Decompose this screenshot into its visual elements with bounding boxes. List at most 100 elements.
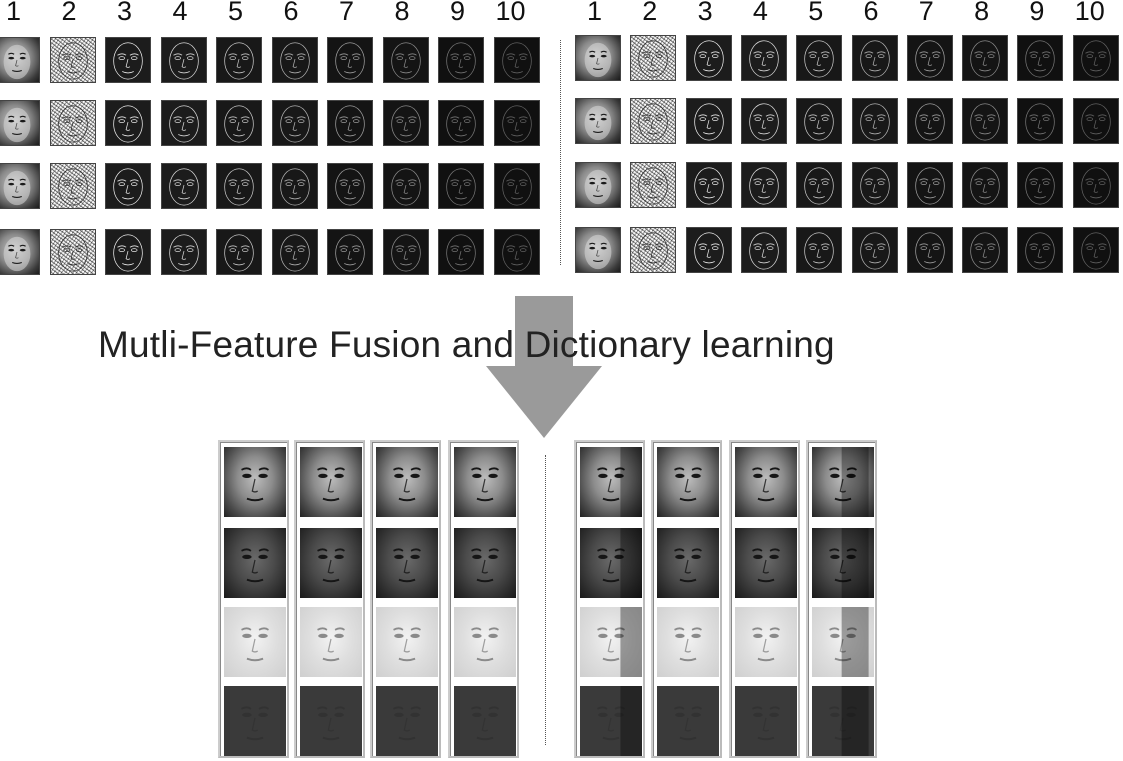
feature-map-edge xyxy=(851,162,898,208)
feature-map-edge xyxy=(962,227,1009,273)
face-image xyxy=(0,37,40,83)
feature-map-edge xyxy=(851,98,898,144)
fused-face-image xyxy=(735,686,797,756)
feature-map-edge xyxy=(906,35,953,81)
feature-map-edge xyxy=(105,100,151,146)
feature-map-edge xyxy=(216,229,262,275)
fused-face-image xyxy=(812,447,874,517)
fused-face-image xyxy=(454,686,516,756)
fused-face-image xyxy=(224,686,286,756)
feature-map-edge xyxy=(1072,35,1119,81)
feature-map-edge xyxy=(906,98,953,144)
fused-face-strip xyxy=(218,440,289,758)
face-image xyxy=(575,162,621,208)
feature-map-edge xyxy=(271,100,318,146)
feature-map-edge xyxy=(438,100,484,146)
feature-map-edge xyxy=(796,98,843,144)
fused-face-strip xyxy=(651,440,722,758)
feature-map-edge xyxy=(962,98,1009,144)
feature-map-edge xyxy=(851,227,898,273)
feature-map-noise xyxy=(630,35,677,81)
fused-face-image xyxy=(224,528,286,598)
feature-map-edge xyxy=(160,229,207,275)
feature-map-edge xyxy=(740,35,787,81)
face-image xyxy=(0,100,40,146)
feature-map-edge xyxy=(906,227,953,273)
fused-face-image xyxy=(580,528,642,598)
right-column-number: 6 xyxy=(863,0,879,26)
feature-map-edge xyxy=(216,37,262,83)
feature-map-noise xyxy=(49,229,96,275)
fused-face-strip xyxy=(448,440,519,758)
bottom-divider xyxy=(545,455,546,745)
left-column-number: 9 xyxy=(450,0,466,26)
fused-face-image xyxy=(376,686,438,756)
face-image xyxy=(0,229,40,275)
left-column-number: 1 xyxy=(6,0,22,26)
fused-face-image xyxy=(735,607,797,677)
fused-face-strip xyxy=(806,440,877,758)
right-column-number: 3 xyxy=(697,0,713,26)
feature-map-edge xyxy=(1072,98,1119,144)
left-column-number: 6 xyxy=(283,0,299,26)
right-column-number: 7 xyxy=(918,0,934,26)
right-column-number: 4 xyxy=(752,0,768,26)
feature-map-edge xyxy=(105,163,151,209)
feature-map-edge xyxy=(740,227,787,273)
face-image xyxy=(575,98,621,144)
fused-face-image xyxy=(376,528,438,598)
feature-map-edge xyxy=(382,229,429,275)
feature-map-edge xyxy=(271,37,318,83)
left-column-number: 10 xyxy=(495,0,526,26)
feature-map-edge xyxy=(740,98,787,144)
feature-map-edge xyxy=(962,35,1009,81)
fused-face-image xyxy=(812,607,874,677)
feature-map-edge xyxy=(438,229,484,275)
left-column-number: 4 xyxy=(172,0,188,26)
feature-map-edge xyxy=(493,229,540,275)
feature-map-edge xyxy=(851,35,898,81)
feature-map-edge xyxy=(327,229,373,275)
feature-map-edge xyxy=(796,162,843,208)
left-column-number: 8 xyxy=(394,0,410,26)
fused-face-image xyxy=(224,607,286,677)
face-image xyxy=(575,35,621,81)
feature-map-edge xyxy=(382,37,429,83)
fused-face-strip xyxy=(729,440,800,758)
feature-map-edge xyxy=(271,229,318,275)
fused-face-image xyxy=(224,447,286,517)
fused-face-image xyxy=(657,686,719,756)
feature-map-edge xyxy=(906,162,953,208)
feature-map-edge xyxy=(1072,162,1119,208)
fused-face-image xyxy=(376,447,438,517)
fused-face-image xyxy=(454,447,516,517)
fused-face-image xyxy=(580,447,642,517)
feature-map-edge xyxy=(382,100,429,146)
feature-map-noise xyxy=(630,162,677,208)
right-column-number: 5 xyxy=(808,0,824,26)
face-image xyxy=(0,163,40,209)
feature-map-edge xyxy=(685,162,732,208)
fused-face-image xyxy=(657,447,719,517)
feature-map-edge xyxy=(1017,227,1064,273)
feature-map-edge xyxy=(271,163,318,209)
feature-map-edge xyxy=(105,229,151,275)
feature-map-edge xyxy=(327,37,373,83)
feature-map-edge xyxy=(740,162,787,208)
feature-map-edge xyxy=(1017,35,1064,81)
feature-map-edge xyxy=(962,162,1009,208)
feature-map-noise xyxy=(630,227,677,273)
feature-map-edge xyxy=(796,35,843,81)
feature-map-edge xyxy=(493,100,540,146)
fused-face-image xyxy=(735,447,797,517)
fused-face-strip xyxy=(574,440,645,758)
left-column-number: 7 xyxy=(339,0,355,26)
feature-map-edge xyxy=(382,163,429,209)
right-column-number: 10 xyxy=(1074,0,1105,26)
left-column-number: 2 xyxy=(61,0,77,26)
feature-map-edge xyxy=(160,37,207,83)
fused-face-image xyxy=(812,528,874,598)
fused-face-image xyxy=(454,607,516,677)
feature-map-edge xyxy=(493,37,540,83)
feature-map-edge xyxy=(216,100,262,146)
